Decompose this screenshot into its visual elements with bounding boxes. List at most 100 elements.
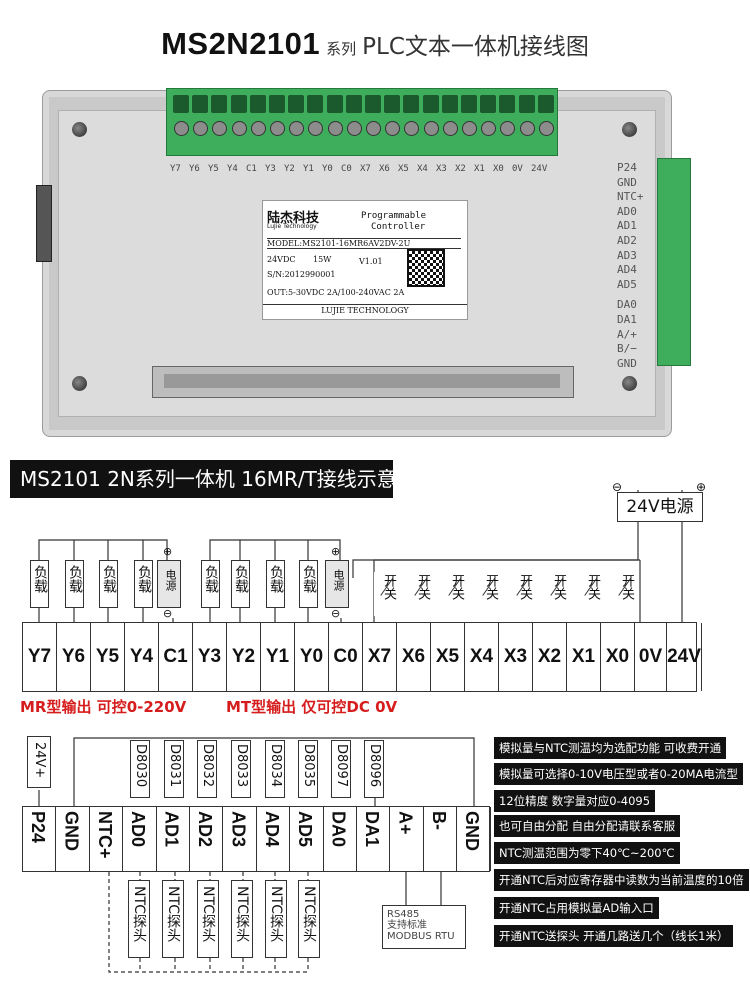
title-rest: PLC文本一体机接线图 <box>362 34 589 60</box>
analog-terminal-label: AD4 <box>261 811 282 848</box>
output-terminal-y1: Y1 <box>261 623 295 691</box>
serial-number: S/N:2012990001 <box>267 270 336 279</box>
terminal-slot <box>422 95 439 113</box>
load-label: 负载 <box>233 565 249 593</box>
terminal-slot <box>537 95 554 113</box>
terminal-screw-icon <box>423 121 439 136</box>
switch-box: 开关 <box>544 572 570 616</box>
top-pin-label: Y1 <box>303 164 314 174</box>
top-pin-label: X6 <box>379 164 390 174</box>
ntc-probe-label: NTC探头 <box>301 886 317 942</box>
analog-terminal-label: GND <box>462 811 483 851</box>
output-terminal-x2: X2 <box>533 623 567 691</box>
screw-icon <box>622 122 637 137</box>
output-terminal-y3: Y3 <box>193 623 227 691</box>
version: V1.01 <box>359 257 383 266</box>
ntc-probe-box: NTC探头 <box>162 880 184 958</box>
load-box: 负载 <box>201 560 220 608</box>
switch-label: 开关 <box>585 574 600 600</box>
analog-terminal-ad4: AD4 <box>257 807 291 871</box>
output-terminal-c1: C1 <box>159 623 193 691</box>
output-terminal-x5: X5 <box>431 623 465 691</box>
top-pin-label: Y2 <box>284 164 295 174</box>
analog-terminal-label: AD3 <box>228 811 249 848</box>
switch-box: 开关 <box>612 572 638 616</box>
register-label: D8033 <box>234 744 249 788</box>
terminal-slot <box>499 95 516 113</box>
right-pin-label: DA1 <box>617 312 637 326</box>
mr-output-text: MR型输出 可控0-220V <box>20 698 187 716</box>
note-text: 也可自由分配 自由分配请联系客服 <box>494 815 681 837</box>
switch-box: 开关 <box>442 572 468 616</box>
right-pin-label: DA0 <box>617 298 637 312</box>
terminal-screw-icon <box>174 121 189 136</box>
terminal-slot <box>441 95 458 113</box>
terminal-screw-icon <box>462 121 477 136</box>
analog-terminal-label: A+ <box>395 811 416 835</box>
switch-label: 开关 <box>415 574 430 600</box>
top-pin-label: Y0 <box>322 164 333 174</box>
top-pin-label: Y5 <box>208 164 219 174</box>
terminal-slot <box>326 95 343 113</box>
analog-terminal-aminusplus: A+ <box>390 807 424 871</box>
note-text: 开通NTC后对应寄存器中读数为当前温度的10倍 <box>494 869 749 891</box>
register-label: D8034 <box>268 744 283 788</box>
analog-terminal-da0: DA0 <box>324 807 357 871</box>
output-terminal-x4: X4 <box>465 623 499 691</box>
analog-terminal-da1: DA1 <box>357 807 391 871</box>
serial-port-icon <box>36 185 52 262</box>
analog-terminal-ad1: AD1 <box>157 807 190 871</box>
terminal-screw-icon <box>231 121 247 136</box>
terminal-slot <box>403 95 420 113</box>
analog-terminal-label: AD1 <box>161 811 182 848</box>
title-model: MS2N2101 <box>161 26 321 61</box>
p24-box-label: 24V+ <box>32 742 47 779</box>
analog-terminal-ad5: AD5 <box>290 807 324 871</box>
top-terminal-block <box>166 88 558 156</box>
analog-terminal-label: GND <box>61 811 82 851</box>
load-label: 负载 <box>268 565 284 593</box>
plus-symbol: ⊕ <box>696 480 707 494</box>
switch-box: 开关 <box>374 572 400 616</box>
switch-label: 开关 <box>381 574 396 600</box>
register-label: D8030 <box>133 744 148 788</box>
note-text: 12位精度 数字量对应0-4095 <box>494 790 656 812</box>
right-pin-label: AD5 <box>617 277 637 291</box>
terminal-screw-icon <box>481 121 497 136</box>
analog-terminal-label: DA1 <box>362 811 382 848</box>
terminal-screw-icon <box>289 121 305 136</box>
terminal-slot <box>384 95 401 113</box>
register-label: D8032 <box>200 744 215 788</box>
voltage: 24VDC <box>267 255 296 264</box>
terminal-screw-icon <box>212 121 228 136</box>
register-box: D8034 <box>265 740 285 798</box>
power-supply-box: 24V电源 <box>617 492 703 522</box>
ntc-probe-box: NTC探头 <box>231 880 253 958</box>
analog-terminal-gnd: GND <box>56 807 90 871</box>
top-pin-label: X3 <box>436 164 447 174</box>
output-terminal-y6: Y6 <box>57 623 91 691</box>
power-source-box: 电源 <box>157 560 181 608</box>
load-box: 负载 <box>266 560 285 608</box>
terminal-slot <box>211 95 228 113</box>
terminal-slot <box>192 95 209 113</box>
rs485-box: RS485 支持标准 MODBUS RTU <box>382 905 466 949</box>
brand-name-en: LuJie Technology <box>267 223 317 230</box>
top-pin-label: 0V <box>512 164 523 174</box>
analog-terminal-label: B- <box>428 811 449 830</box>
model-line: MODEL:MS2101-16MR6AV2DV-2U <box>267 238 461 249</box>
register-box: D8031 <box>164 740 184 798</box>
right-pin-label: AD2 <box>617 233 637 247</box>
terminal-slot <box>518 95 535 113</box>
product-line2: Controller <box>371 222 426 232</box>
analog-terminal-bminus: B- <box>424 807 458 871</box>
terminal-slot <box>307 95 324 113</box>
switch-box: 开关 <box>578 572 604 616</box>
note-text: 开通NTC送探头 开通几路送几个（线长1米） <box>494 925 734 947</box>
device-label-card: 陆杰科技 LuJie Technology Programmable Contr… <box>262 200 468 320</box>
analog-terminal-p24: P24 <box>23 807 57 871</box>
output-terminal-y7: Y7 <box>23 623 57 691</box>
